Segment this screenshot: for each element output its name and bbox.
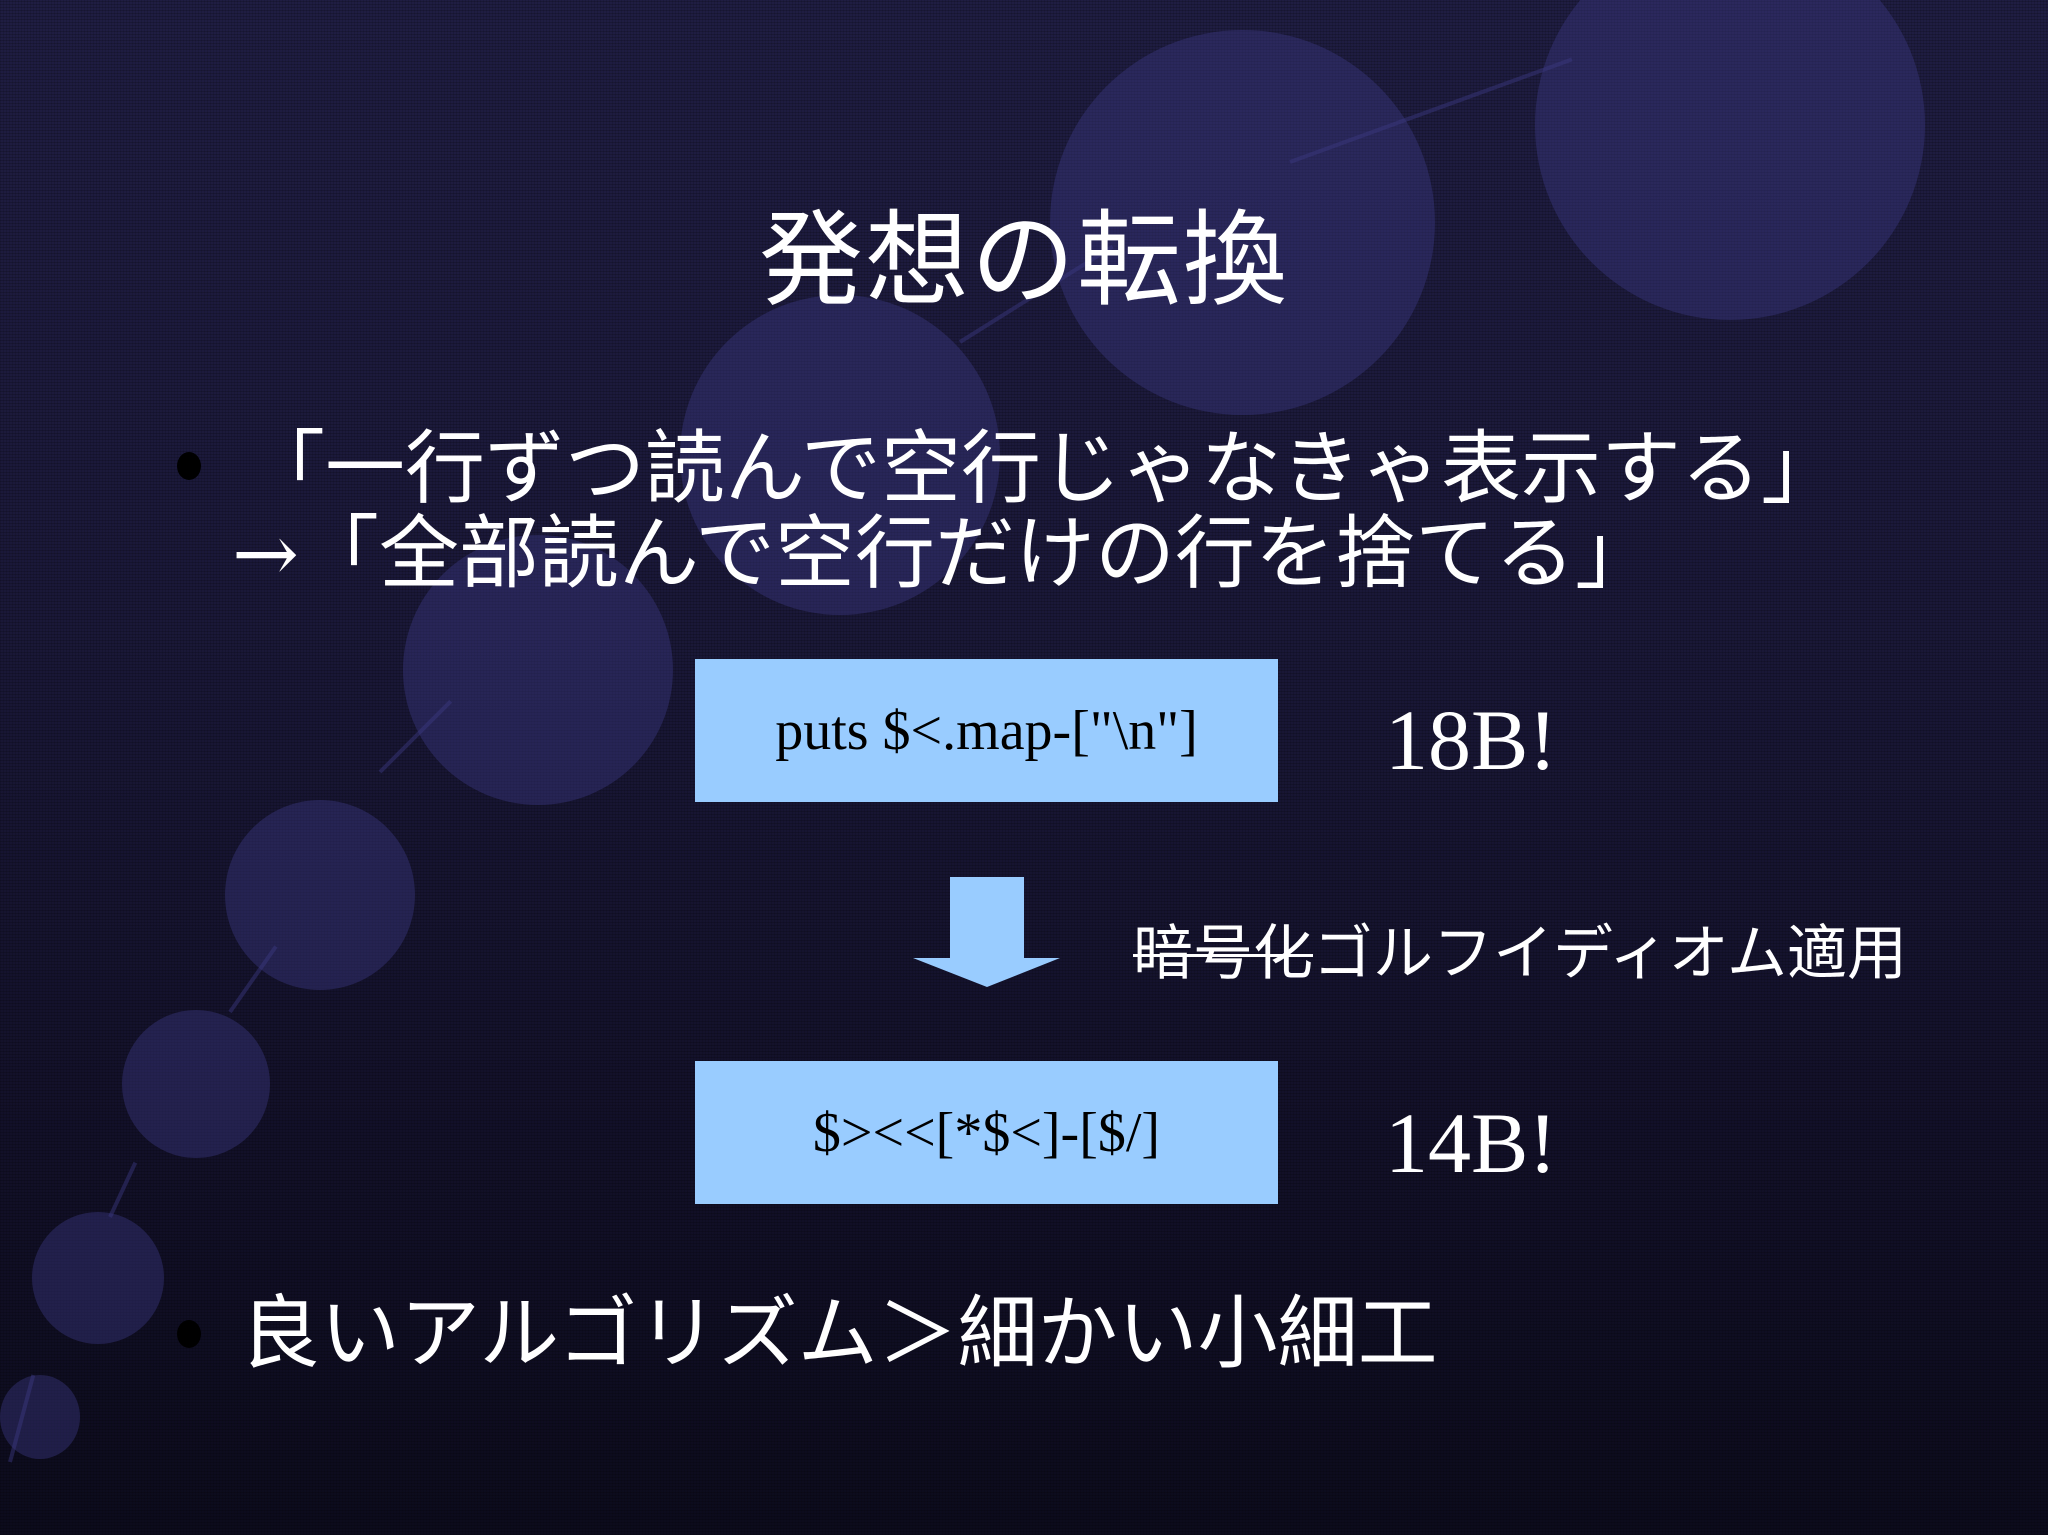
decor-circle bbox=[0, 1375, 80, 1459]
bullet-2-line-1: 良いアルゴリズム＞細かい小細工 bbox=[240, 1287, 1438, 1380]
byte-count-before: 18B! bbox=[1385, 692, 1557, 788]
bullet-1: 「一行ずつ読んで空行じゃなきゃ表示する」 bbox=[245, 425, 1841, 513]
decor-circle bbox=[32, 1212, 164, 1344]
transform-note: 暗号化ゴルフイディオム適用 bbox=[1133, 905, 1907, 992]
bullet-1-line-1: 「一行ずつ読んで空行じゃなきゃ表示する」 bbox=[245, 422, 1841, 515]
code-box-after: $><<[*$<]-[$/] bbox=[695, 1061, 1278, 1204]
byte-count-after: 14B! bbox=[1385, 1095, 1557, 1191]
transform-note-text: ゴルフイディオム適用 bbox=[1313, 919, 1907, 989]
decor-circle bbox=[403, 535, 673, 805]
decor-circle bbox=[225, 800, 415, 990]
bullet-dot bbox=[177, 452, 201, 480]
slide-title: 発想の転換 bbox=[758, 199, 1289, 321]
transform-note-struck: 暗号化 bbox=[1133, 919, 1313, 989]
decor-circle bbox=[1535, 0, 1925, 320]
code-before: puts $<.map-["\n"] bbox=[775, 699, 1198, 762]
bullet-2: 良いアルゴリズム＞細かい小細工 bbox=[240, 1290, 1438, 1378]
decor-circle bbox=[680, 295, 1000, 615]
arrow-down-icon bbox=[913, 877, 1060, 987]
code-box-before: puts $<.map-["\n"] bbox=[695, 659, 1278, 802]
decor-line bbox=[108, 1161, 138, 1218]
decor-circle bbox=[122, 1010, 270, 1158]
decor-circle bbox=[1050, 30, 1435, 415]
bullet-dot bbox=[177, 1320, 201, 1348]
code-after: $><<[*$<]-[$/] bbox=[812, 1101, 1161, 1164]
bullet-1-line-2: →「全部読んで空行だけの行を捨てる」 bbox=[232, 507, 1656, 600]
bullet-1-continuation: →「全部読んで空行だけの行を捨てる」 bbox=[232, 510, 1655, 598]
